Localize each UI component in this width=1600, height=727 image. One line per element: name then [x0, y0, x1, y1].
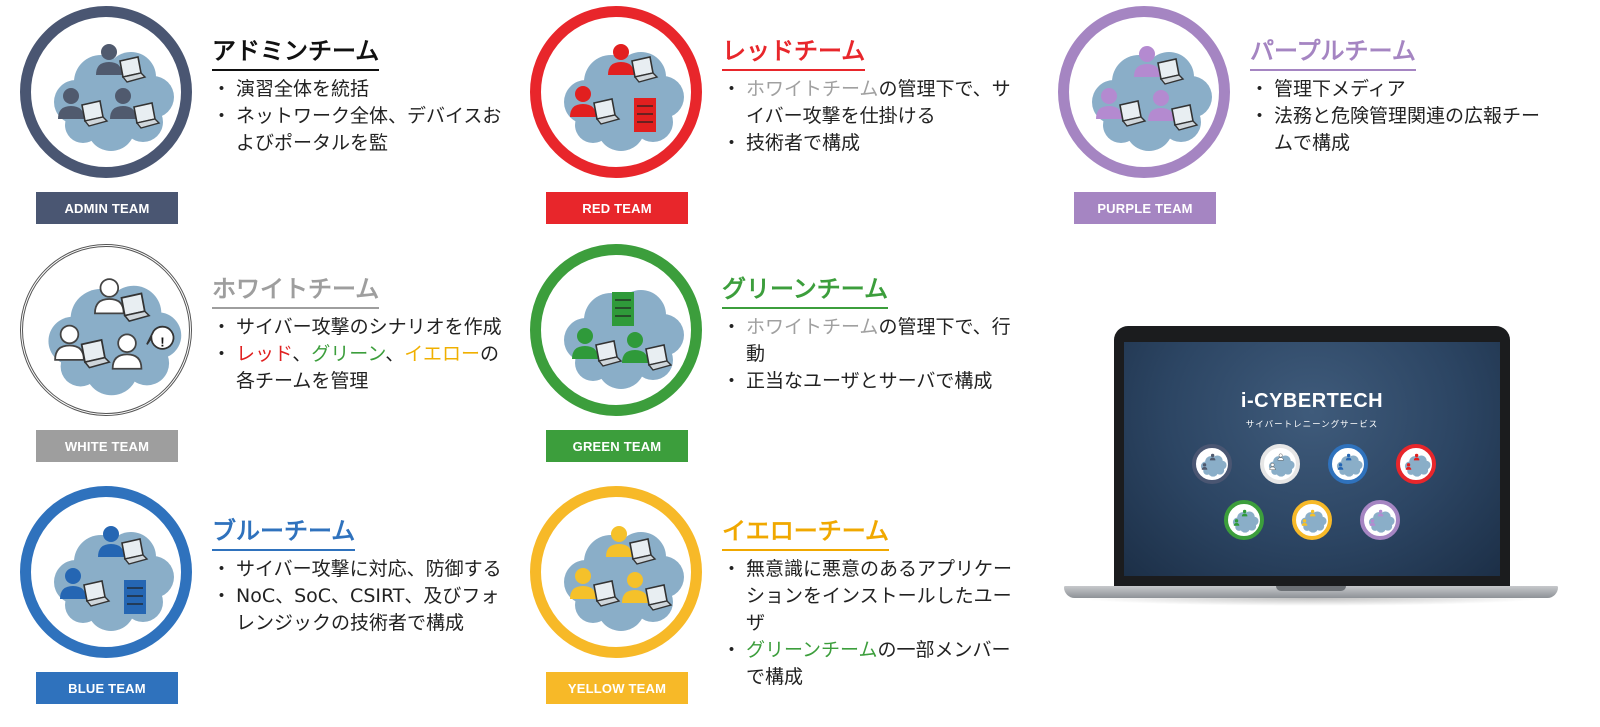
admin-team-emblem — [20, 6, 192, 178]
brand-tagline: サイバートレニーングサービス — [1245, 420, 1379, 430]
list-item: 正当なユーザとサーバで構成 — [722, 368, 1022, 395]
point-text: の各チームを管理 — [236, 343, 500, 392]
mini-emblem-blue — [1328, 444, 1368, 484]
blue-team-card: ブルーチーム サイバー攻撃に対応、防御する NoC、SoC、CSIRT、及びフォ… — [0, 486, 502, 706]
mini-network-icon — [1268, 453, 1295, 477]
white-team-badge: WHITE TEAM — [36, 430, 178, 462]
blue-team-title: ブルーチーム — [212, 514, 356, 551]
white-team-ref: ホワイトチーム — [746, 316, 879, 338]
list-item: サイバー攻撃のシナリオを作成 — [212, 314, 512, 341]
laptop-lid: i-CYBERTECH サイバートレニーングサービス — [1114, 326, 1510, 588]
purple-team-card: パープルチーム 管理下メディア 法務と危険管理関連の広報チームで構成 PURPL… — [1038, 6, 1540, 226]
alert-icon: ! — [146, 325, 175, 350]
green-team-network-icon — [564, 290, 684, 389]
svg-text:!: ! — [160, 335, 164, 350]
point-text: の一部メンバーで構成 — [746, 639, 1011, 688]
list-item: ネットワーク全体、デバイスおよびポータルを監 — [212, 103, 512, 157]
mini-network-icon — [1368, 509, 1395, 533]
list-item: 法務と危険管理関連の広報チームで構成 — [1250, 103, 1550, 157]
yellow-team-card: イエローチーム 無意識に悪意のあるアプリケーションをインストールしたユーザ グリ… — [510, 486, 1012, 706]
list-item: グリーンチームの一部メンバーで構成 — [722, 637, 1022, 691]
admin-team-badge: ADMIN TEAM — [36, 192, 178, 224]
blue-team-network-icon — [54, 526, 174, 631]
brand-logo: i-CYBERTECH — [1240, 390, 1384, 412]
green-team-emblem — [530, 244, 702, 416]
yellow-team-ref: イエロー — [404, 343, 481, 365]
purple-team-emblem — [1058, 6, 1230, 178]
separator: 、 — [292, 343, 312, 365]
list-item: ホワイトチームの管理下で、行動 — [722, 314, 1022, 368]
purple-team-badge: PURPLE TEAM — [1074, 192, 1216, 224]
white-team-card: ! ホワイトチーム サイバー攻撃のシナリオを作成 レッド、グリーン、イエローの各… — [0, 244, 502, 464]
separator: 、 — [385, 343, 405, 365]
laptop-screen: i-CYBERTECH サイバートレニーングサービス — [1124, 342, 1500, 576]
green-team-title: グリーンチーム — [722, 272, 889, 309]
mini-network-icon — [1200, 453, 1227, 477]
red-team-ref: レッド — [236, 343, 293, 365]
mini-network-icon — [1336, 453, 1363, 477]
list-item: NoC、SoC、CSIRT、及びフォレンジックの技術者で構成 — [212, 583, 512, 637]
list-item: 演習全体を統括 — [212, 76, 512, 103]
green-team-ref: グリーン — [311, 343, 386, 365]
white-team-ref: ホワイトチーム — [746, 78, 879, 100]
white-team-title: ホワイトチーム — [212, 272, 380, 309]
yellow-team-emblem — [530, 486, 702, 658]
mini-emblem-admin — [1192, 444, 1232, 484]
green-team-badge: GREEN TEAM — [546, 430, 688, 462]
red-team-points: ホワイトチームの管理下で、サイバー攻撃を仕掛ける 技術者で構成 — [722, 76, 1022, 157]
laptop-base — [1064, 586, 1558, 598]
mini-emblem-red — [1396, 444, 1436, 484]
mini-network-icon — [1232, 509, 1259, 533]
mini-emblem-purple — [1360, 500, 1400, 540]
yellow-team-network-icon — [564, 526, 684, 631]
list-item: ホワイトチームの管理下で、サイバー攻撃を仕掛ける — [722, 76, 1022, 130]
admin-team-points: 演習全体を統括 ネットワーク全体、デバイスおよびポータルを監 — [212, 76, 512, 157]
white-team-network-icon: ! — [48, 278, 182, 396]
admin-team-title: アドミンチーム — [212, 34, 380, 71]
list-item: サイバー攻撃に対応、防御する — [212, 556, 512, 583]
red-team-badge: RED TEAM — [546, 192, 688, 224]
mini-emblem-green — [1224, 500, 1264, 540]
red-team-emblem — [530, 6, 702, 178]
purple-team-title: パープルチーム — [1250, 34, 1416, 71]
list-item: レッド、グリーン、イエローの各チームを管理 — [212, 341, 512, 395]
yellow-team-badge: YELLOW TEAM — [546, 672, 688, 704]
green-team-card: グリーンチーム ホワイトチームの管理下で、行動 正当なユーザとサーバで構成 GR… — [510, 244, 1011, 464]
laptop-mockup: i-CYBERTECH サイバートレニーングサービス — [1064, 326, 1558, 616]
blue-team-points: サイバー攻撃に対応、防御する NoC、SoC、CSIRT、及びフォレンジックの技… — [212, 556, 512, 637]
mini-network-icon — [1300, 509, 1327, 533]
blue-team-emblem — [20, 486, 192, 658]
mini-emblem-yellow — [1292, 500, 1332, 540]
purple-team-points: 管理下メディア 法務と危険管理関連の広報チームで構成 — [1250, 76, 1550, 157]
point-text: の管理下で、行動 — [746, 316, 1011, 365]
purple-team-network-icon — [1092, 46, 1212, 151]
yellow-team-title: イエローチーム — [722, 514, 890, 551]
admin-team-card: アドミンチーム 演習全体を統括 ネットワーク全体、デバイスおよびポータルを監 A… — [0, 6, 501, 226]
list-item: 技術者で構成 — [722, 130, 1022, 157]
laptop-notch — [1276, 586, 1346, 591]
red-team-network-icon — [564, 44, 684, 151]
point-text: の管理下で、サイバー攻撃を仕掛ける — [746, 78, 1011, 127]
green-team-ref: グリーンチーム — [746, 639, 878, 661]
red-team-title: レッドチーム — [722, 34, 866, 71]
white-team-emblem: ! — [20, 244, 192, 416]
admin-team-network-icon — [54, 44, 174, 151]
white-team-points: サイバー攻撃のシナリオを作成 レッド、グリーン、イエローの各チームを管理 — [212, 314, 512, 395]
blue-team-badge: BLUE TEAM — [36, 672, 178, 704]
yellow-team-points: 無意識に悪意のあるアプリケーションをインストールしたユーザ グリーンチームの一部… — [722, 556, 1022, 691]
list-item: 無意識に悪意のあるアプリケーションをインストールしたユーザ — [722, 556, 1022, 637]
laptop-shadow — [1078, 598, 1544, 606]
red-team-card: レッドチーム ホワイトチームの管理下で、サイバー攻撃を仕掛ける 技術者で構成 R… — [510, 6, 1011, 226]
mini-emblem-white — [1260, 444, 1300, 484]
mini-network-icon — [1404, 453, 1431, 477]
green-team-points: ホワイトチームの管理下で、行動 正当なユーザとサーバで構成 — [722, 314, 1022, 395]
list-item: 管理下メディア — [1250, 76, 1550, 103]
